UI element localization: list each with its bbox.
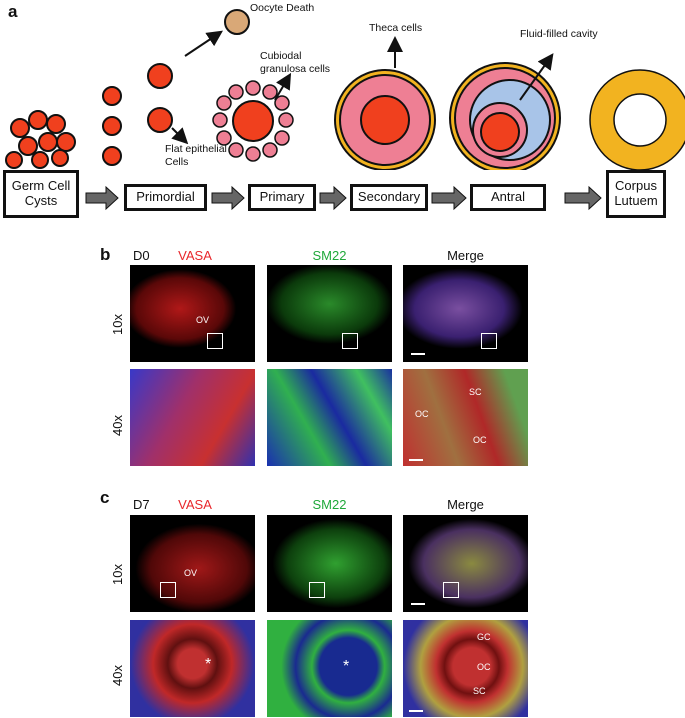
oocyte-death-label: Oocyte Death <box>250 2 315 14</box>
stage-germ-cell-cysts: Germ Cell Cysts <box>3 170 79 218</box>
theca-cells-label: Theca cells <box>369 22 423 34</box>
sc-mark: SC <box>473 686 486 696</box>
cuboidal-granulosa-label: Cubiodal granulosa cells <box>260 50 331 75</box>
ov-mark: OV <box>184 568 198 578</box>
antral-follicle-icon <box>449 62 561 170</box>
column-sm22-c: SM22 <box>312 497 347 512</box>
panel-c-label: c <box>100 488 110 507</box>
scale-bar <box>409 710 423 712</box>
panel-a-label: a <box>8 2 18 21</box>
row-40x-b: 40x <box>110 415 125 436</box>
d7-merge-10x <box>403 515 528 612</box>
d0-sm22-40x <box>267 369 392 466</box>
day-label-b: D0 <box>133 248 150 263</box>
d0-vasa-10x: OV <box>130 265 255 362</box>
d7-sm22-10x <box>267 515 392 612</box>
row-10x-c: 10x <box>110 564 125 585</box>
germ-cell-cyst-icon <box>5 110 76 169</box>
stage-primordial: Primordial <box>124 184 207 211</box>
day-label-c: D7 <box>133 497 150 512</box>
zoom-box <box>309 582 325 598</box>
d7-merge-40x: GC OC SC <box>403 620 528 717</box>
zoom-box <box>342 333 358 349</box>
zoom-box <box>443 582 459 598</box>
ov-mark: OV <box>196 315 210 325</box>
asterisk-mark: * <box>343 658 350 675</box>
d0-merge-40x: OC OC SC <box>403 369 528 466</box>
row-40x-c: 40x <box>110 665 125 686</box>
asterisk-mark: * <box>205 656 212 673</box>
oc-mark: OC <box>477 662 491 672</box>
d0-sm22-10x <box>267 265 392 362</box>
stage-secondary: Secondary <box>350 184 428 211</box>
stage-corpus-luteum: Corpus Lutuem <box>606 170 666 218</box>
d7-vasa-40x: * <box>130 620 255 717</box>
scale-bar <box>409 459 423 461</box>
scale-bar <box>411 353 425 355</box>
column-merge-b: Merge <box>447 248 484 263</box>
scale-bar <box>411 603 425 605</box>
oc-mark: OC <box>473 435 487 445</box>
column-sm22-b: SM22 <box>312 248 347 263</box>
d7-sm22-40x: * <box>267 620 392 717</box>
panel-b-label: b <box>100 245 111 264</box>
corpus-luteum-icon <box>589 69 685 170</box>
gc-mark: GC <box>477 632 491 642</box>
zoom-box <box>207 333 223 349</box>
stage-arrows <box>85 185 602 211</box>
secondary-follicle-icon <box>334 69 436 170</box>
oc-mark: OC <box>415 409 429 419</box>
zoom-box <box>481 333 497 349</box>
column-vasa-b: VASA <box>178 248 212 263</box>
follicle-development-diagram <box>5 9 685 170</box>
sc-mark: SC <box>469 387 482 397</box>
d0-vasa-40x <box>130 369 255 466</box>
d7-vasa-10x: OV <box>130 515 255 612</box>
fluid-cavity-label: Fluid-filled cavity <box>520 28 598 40</box>
zoom-box <box>160 582 176 598</box>
dead-oocyte-icon <box>224 9 250 35</box>
column-vasa-c: VASA <box>178 497 212 512</box>
flat-epithelial-label: Flat epithelial Cells <box>165 143 227 168</box>
primordial-oocytes-icon <box>102 63 173 166</box>
primary-follicle-icon <box>212 80 294 162</box>
column-merge-c: Merge <box>447 497 484 512</box>
stage-antral: Antral <box>470 184 546 211</box>
stage-primary: Primary <box>248 184 316 211</box>
d0-merge-10x <box>403 265 528 362</box>
row-10x-b: 10x <box>110 314 125 335</box>
